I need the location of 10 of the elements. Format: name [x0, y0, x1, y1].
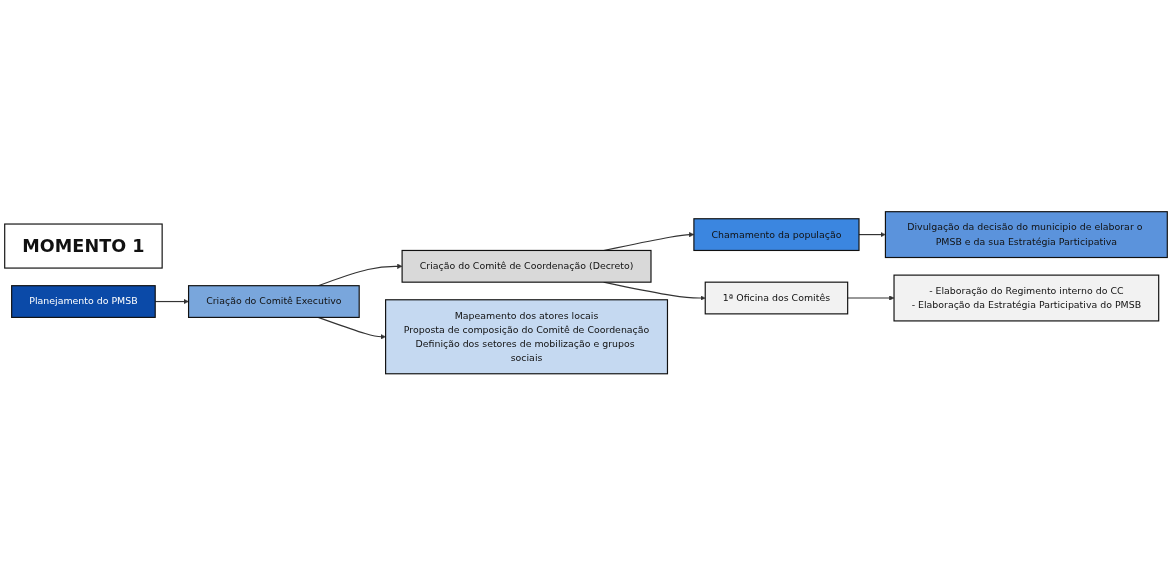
node-box: 1ª Oficina dos Comitês: [704, 281, 849, 315]
node-box: Criação do Comitê Executivo: [188, 285, 360, 319]
node-box: Criação do Comitê de Coordenação (Decreto): [401, 250, 652, 283]
arrow: [847, 295, 895, 301]
node-box: - Elaboração do Regimento interno do CC - Elaboração da Estratégia Participativa do PMSB: [893, 274, 1160, 322]
node-box: MOMENTO 1: [4, 223, 163, 269]
node-box: Divulgação da decisão do municipio de elaborar o PMSB e da sua Estratégia Participativa: [884, 211, 1168, 259]
node-box: Mapeamento dos atores locais Proposta de composição do Comitê de Coordenação Definição dos setores de mobilização e grupos sociais: [385, 299, 669, 375]
node-box: Planejamento do PMSB: [11, 285, 156, 319]
node-box: Chamamento da população: [693, 218, 860, 252]
